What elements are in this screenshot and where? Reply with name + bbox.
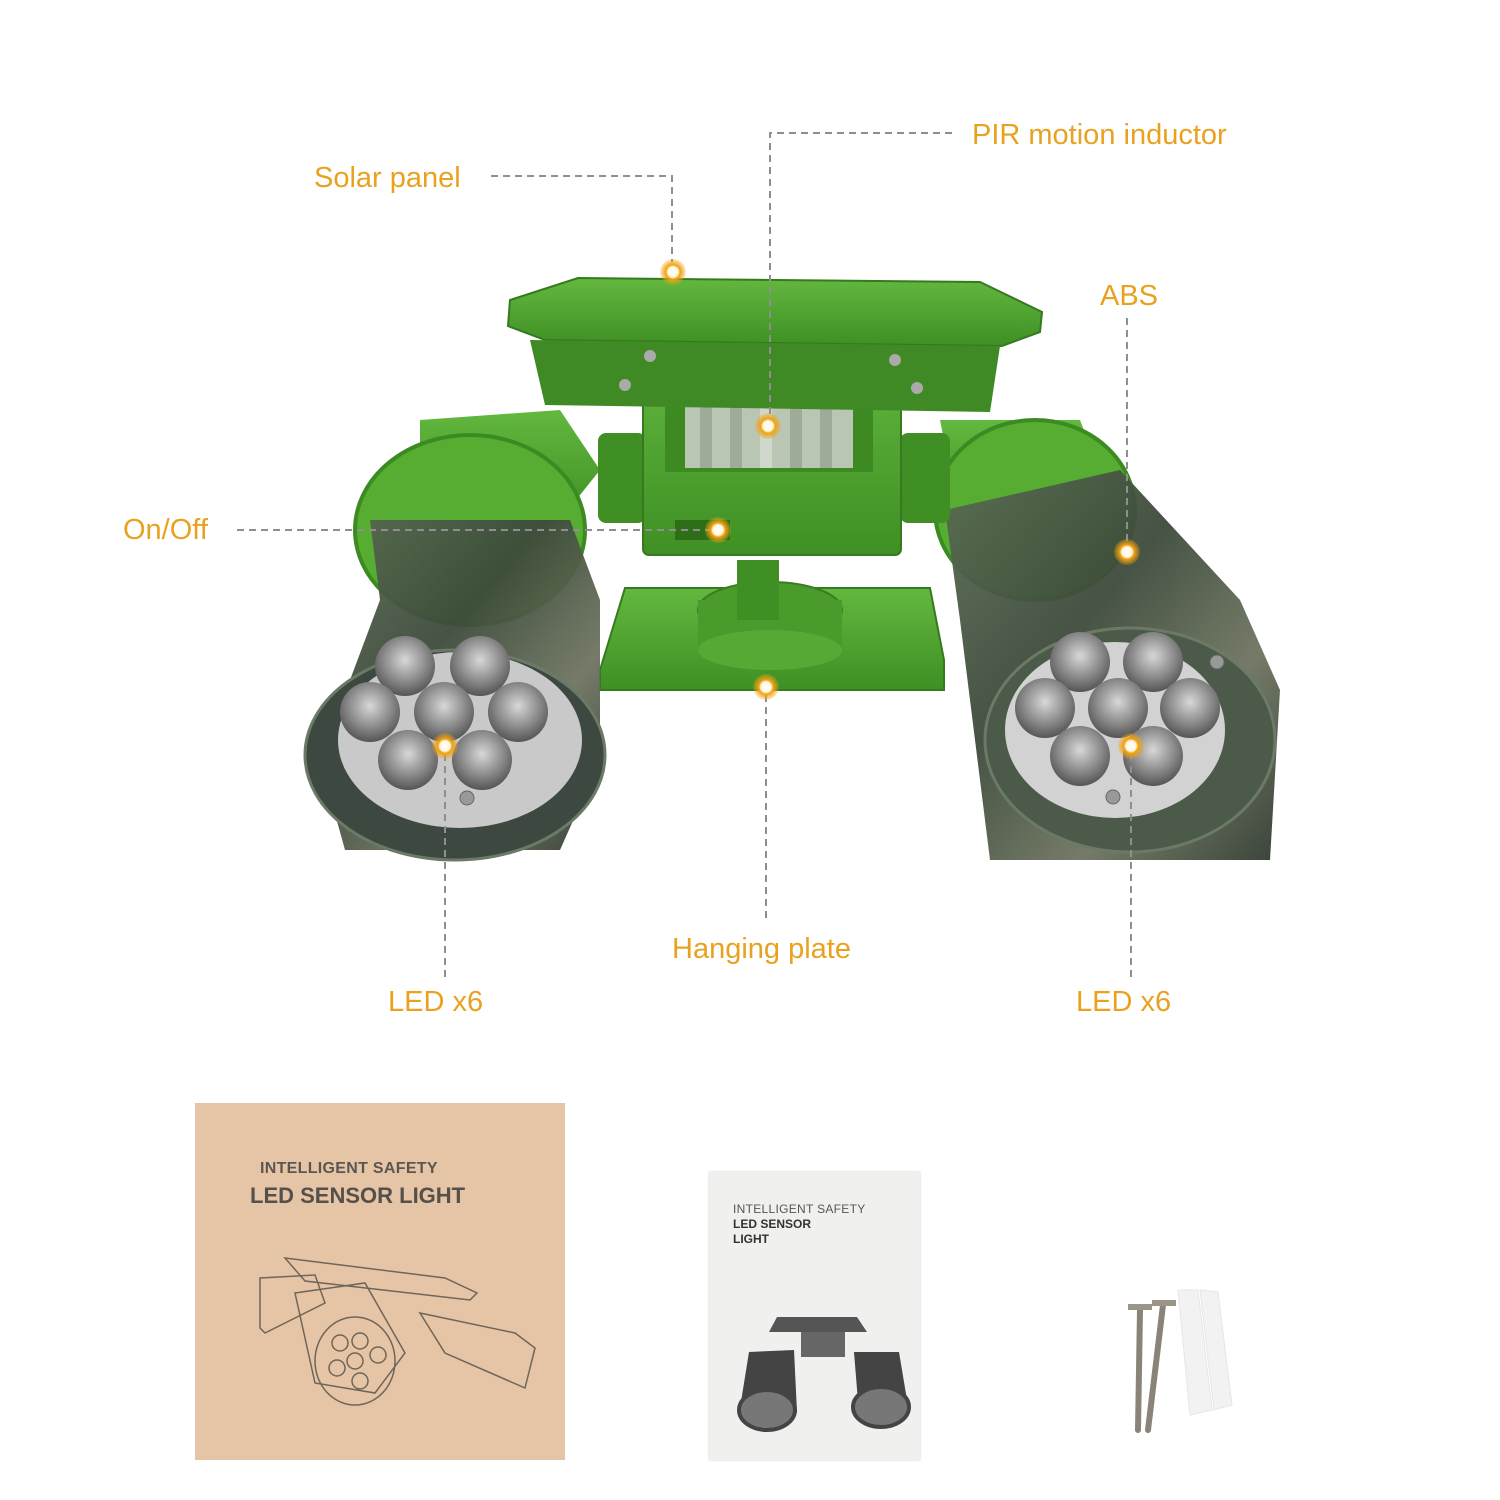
solar-panel	[506, 276, 1044, 412]
label-abs: ABS	[1100, 280, 1159, 312]
manual-title-line1: INTELLIGENT SAFETY	[733, 1202, 866, 1216]
dot-solar-panel	[660, 259, 686, 285]
manual-product-photo	[737, 1317, 911, 1432]
callout-dots	[432, 259, 1144, 759]
label-solar-panel: Solar panel	[314, 162, 461, 194]
box-line-drawing	[259, 1257, 536, 1406]
hanging-plate	[599, 560, 945, 691]
dot-led-right	[1118, 733, 1144, 759]
leader-lines	[237, 132, 1132, 978]
dot-pir	[755, 413, 781, 439]
leader-solar-panel	[491, 175, 673, 262]
product-box: INTELLIGENT SAFETY LED SENSOR LIGHT	[195, 1103, 565, 1460]
box-title-line1: INTELLIGENT SAFETY	[260, 1160, 438, 1177]
label-led-right: LED x6	[1076, 986, 1172, 1018]
screw-icon	[1135, 1302, 1166, 1433]
label-hanging-plate: Hanging plate	[672, 933, 851, 965]
wall-anchor-icon	[1177, 1289, 1233, 1416]
dot-hanging-plate	[753, 674, 779, 700]
dot-led-left	[432, 733, 458, 759]
screws-and-anchors	[1128, 1289, 1233, 1433]
box-title-line2: LED SENSOR LIGHT	[250, 1183, 466, 1208]
led-array-left	[340, 636, 548, 790]
leader-pir	[769, 132, 952, 418]
left-lamp	[303, 410, 607, 862]
label-led-left: LED x6	[388, 986, 484, 1018]
instruction-manual: INTELLIGENT SAFETY LED SENSOR LIGHT	[709, 1172, 920, 1460]
manual-title-line2: LED SENSOR LIGHT	[733, 1217, 812, 1246]
dot-on-off	[705, 517, 731, 543]
right-lamp	[933, 418, 1280, 860]
label-on-off: On/Off	[123, 514, 208, 546]
dot-abs	[1114, 539, 1140, 565]
label-pir-motion-inductor: PIR motion inductor	[972, 119, 1227, 151]
